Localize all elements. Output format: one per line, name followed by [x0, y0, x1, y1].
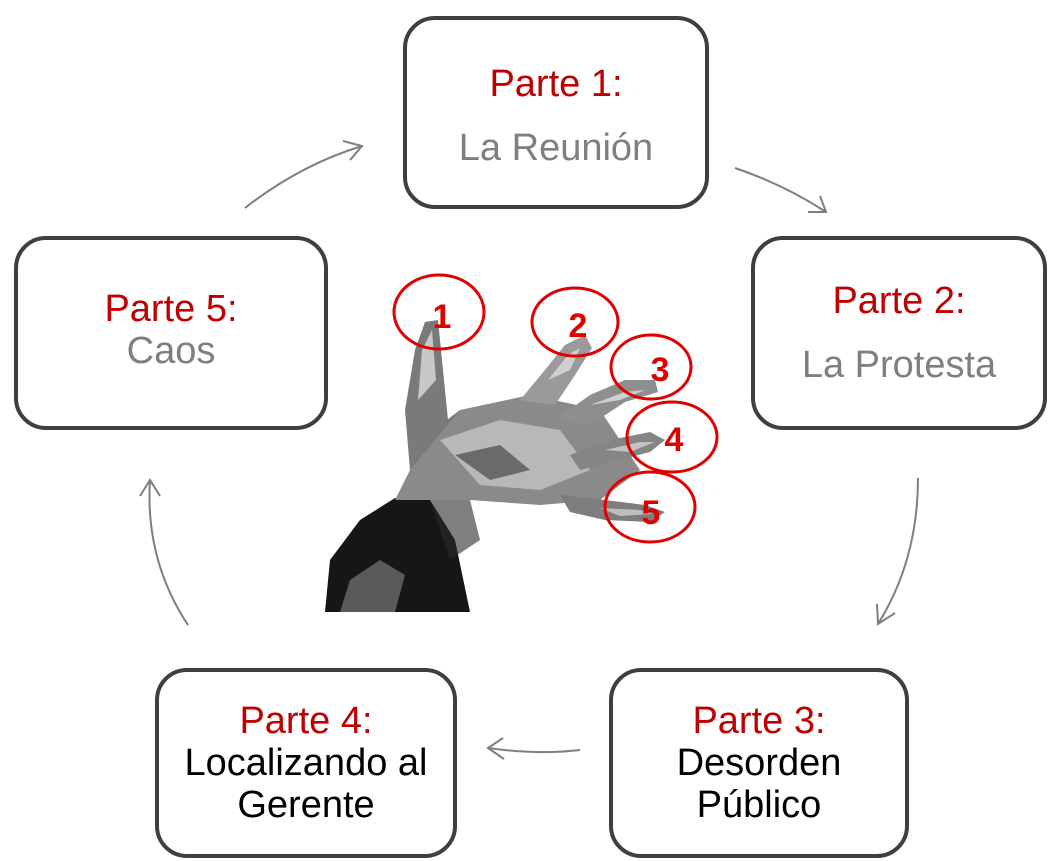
- node-3-title: Parte 3:: [692, 700, 826, 742]
- node-2-subtitle: La Protesta: [801, 344, 997, 386]
- node-parte-5: Parte 5: Caos: [14, 236, 328, 430]
- finger-number-3: 3: [651, 351, 670, 389]
- node-parte-1: Parte 1: La Reunión: [403, 16, 709, 209]
- arrow-1-to-2: [734, 167, 827, 213]
- node-parte-4: Parte 4: Localizando al Gerente: [155, 668, 457, 858]
- node-2-title: Parte 2:: [832, 280, 966, 322]
- node-parte-3: Parte 3: Desorden Público: [609, 668, 909, 858]
- arrow-5-to-1: [244, 145, 363, 209]
- arrowhead-5-to-1: [342, 140, 364, 161]
- node-5-subtitle: Caos: [126, 330, 216, 372]
- finger-circle-1: 1: [392, 273, 486, 351]
- arrowhead-4-to-5: [139, 478, 161, 497]
- node-4-subtitle: Localizando al Gerente: [184, 742, 428, 826]
- finger-number-4: 4: [665, 421, 684, 459]
- node-1-subtitle: La Reunión: [458, 126, 654, 169]
- finger-circle-5: 5: [603, 470, 697, 544]
- finger-circle-4: 4: [625, 400, 719, 474]
- node-4-title: Parte 4:: [239, 700, 373, 742]
- arrowhead-2-to-3: [876, 603, 896, 626]
- arrowhead-1-to-2: [808, 195, 828, 213]
- arrow-2-to-3: [877, 477, 919, 625]
- arrowhead-3-to-4: [486, 737, 505, 760]
- finger-circle-2: 2: [530, 286, 620, 358]
- finger-number-5: 5: [642, 494, 661, 532]
- node-5-title: Parte 5:: [104, 288, 238, 330]
- node-parte-2: Parte 2: La Protesta: [751, 236, 1047, 430]
- arrow-3-to-4: [487, 747, 581, 754]
- finger-number-1: 1: [433, 298, 452, 336]
- node-3-subtitle: Desorden Público: [676, 742, 842, 826]
- finger-circle-3: 3: [609, 333, 693, 401]
- finger-number-2: 2: [569, 307, 588, 345]
- node-1-title: Parte 1:: [489, 62, 623, 105]
- hand-illustration: [325, 320, 665, 612]
- arrow-4-to-5: [148, 479, 189, 626]
